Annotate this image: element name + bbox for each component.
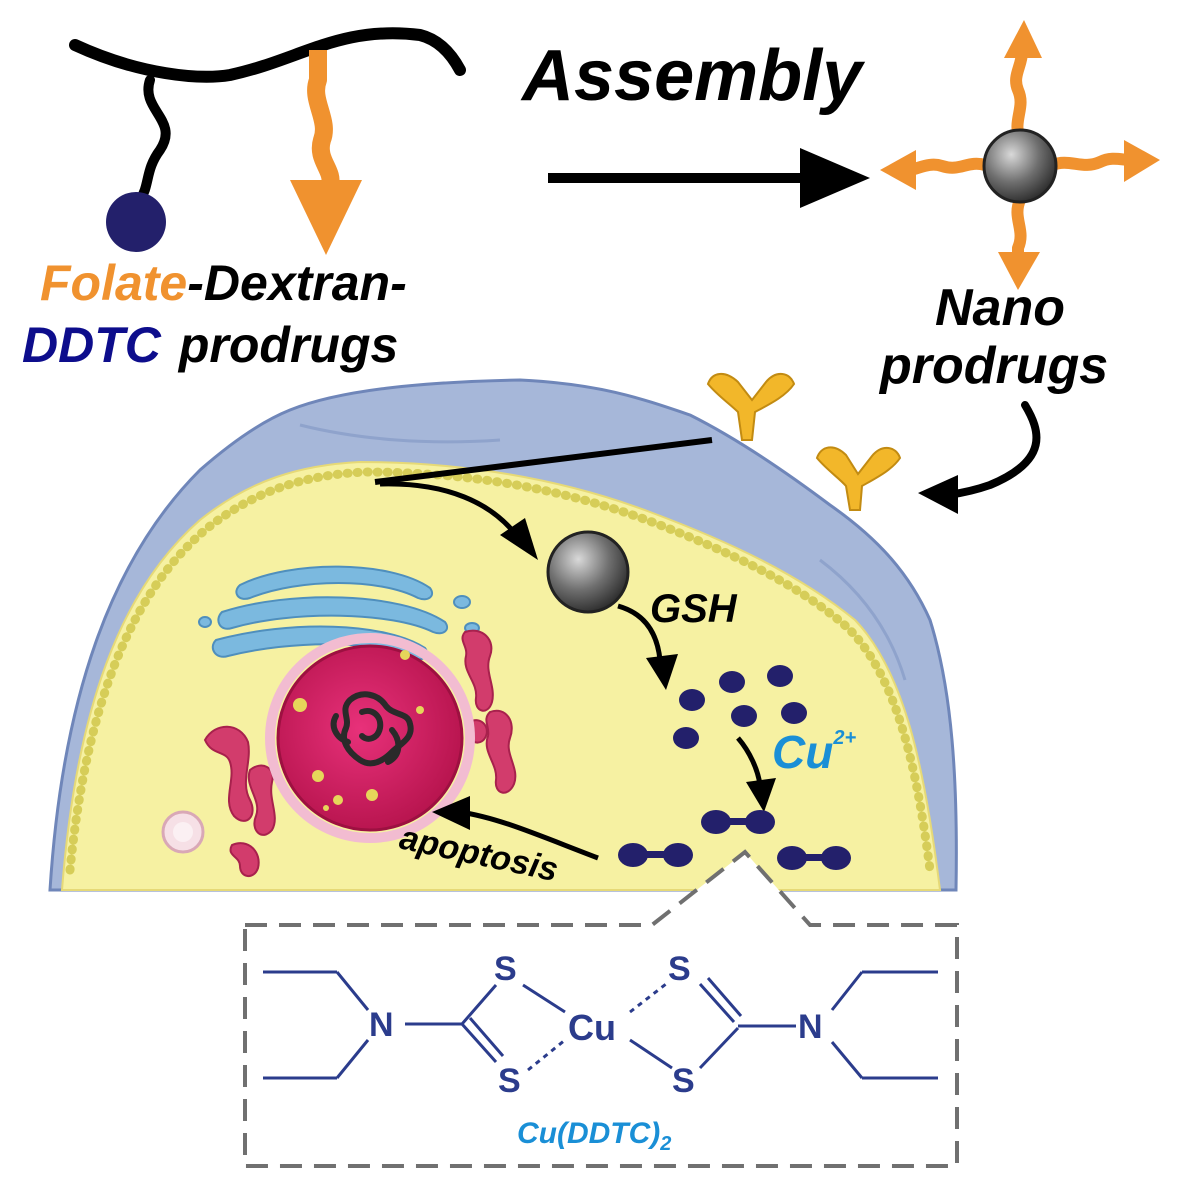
assembly-label: Assembly <box>520 36 866 116</box>
atom-s-bottom-left: S <box>498 1062 521 1100</box>
gsh-arrow <box>617 603 678 690</box>
dextran-backbone <box>69 27 466 83</box>
assembly-arrow <box>548 148 870 208</box>
cu-label: Cu <box>772 726 833 778</box>
complex-3 <box>777 846 851 870</box>
cu-ion-label: Cu2+ <box>772 726 856 778</box>
membrane-fold-2 <box>819 558 907 681</box>
formula-subscript: 2 <box>659 1133 671 1155</box>
folate-label: Folate <box>40 255 187 311</box>
nano-label: Nano <box>935 279 1065 337</box>
cu-complexes <box>618 810 851 870</box>
formula-label: Cu(DDTC)2 <box>517 1117 671 1155</box>
formula-main: Cu(DDTC) <box>517 1117 660 1150</box>
folate-dextran-label: Folate-Dextran- <box>40 255 407 311</box>
nano-prodrugs-label: prodrugs <box>878 337 1108 395</box>
nanoparticle-core <box>982 128 1058 204</box>
internalization-arrow <box>379 481 538 560</box>
ddtc-sphere <box>106 192 166 252</box>
released-ddtc <box>673 665 807 749</box>
dextran-prodrug-molecule <box>69 27 466 255</box>
nanoparticle <box>880 20 1160 290</box>
ddtc-label: DDTC <box>22 317 162 373</box>
inset-frame <box>243 849 959 1168</box>
atom-cu: Cu <box>568 1007 616 1048</box>
cu-arrow <box>736 736 776 812</box>
nucleolus-dots <box>293 650 424 811</box>
endocytosis-line <box>374 437 713 485</box>
atom-s-top-left: S <box>494 950 517 988</box>
internalized-nanoparticle <box>546 530 630 614</box>
uptake-arrow <box>918 401 1041 514</box>
membrane-beads <box>65 467 935 875</box>
dextran-label: -Dextran- <box>187 255 406 311</box>
folate-receptor-1 <box>706 373 796 441</box>
cu-ddtc2-structure <box>263 970 938 1080</box>
structure-inset: N S S Cu S S N Cu(DDTC)2 <box>243 849 959 1168</box>
cu-charge-label: 2+ <box>832 727 856 749</box>
cell <box>48 373 958 892</box>
folate-receptor-2 <box>815 446 902 511</box>
complex-2 <box>618 843 693 867</box>
atom-n-left: N <box>369 1006 394 1044</box>
prodrugs-label: prodrugs <box>177 317 398 373</box>
folate-arrowhead <box>290 180 362 255</box>
complex-1 <box>701 810 775 834</box>
membrane-fold-1 <box>299 423 501 444</box>
apoptosis-arrow <box>432 796 599 861</box>
ddtc-linker <box>135 75 171 205</box>
ddtc-prodrugs-label: DDTC prodrugs <box>22 317 398 373</box>
atom-s-bottom-right: S <box>672 1062 695 1100</box>
folate-chain <box>307 50 340 188</box>
atom-n-right: N <box>798 1008 823 1046</box>
atom-s-top-right: S <box>668 950 691 988</box>
nucleus <box>265 633 475 843</box>
chromatin <box>330 691 414 767</box>
gsh-label: GSH <box>650 587 738 631</box>
vesicle <box>161 810 205 854</box>
